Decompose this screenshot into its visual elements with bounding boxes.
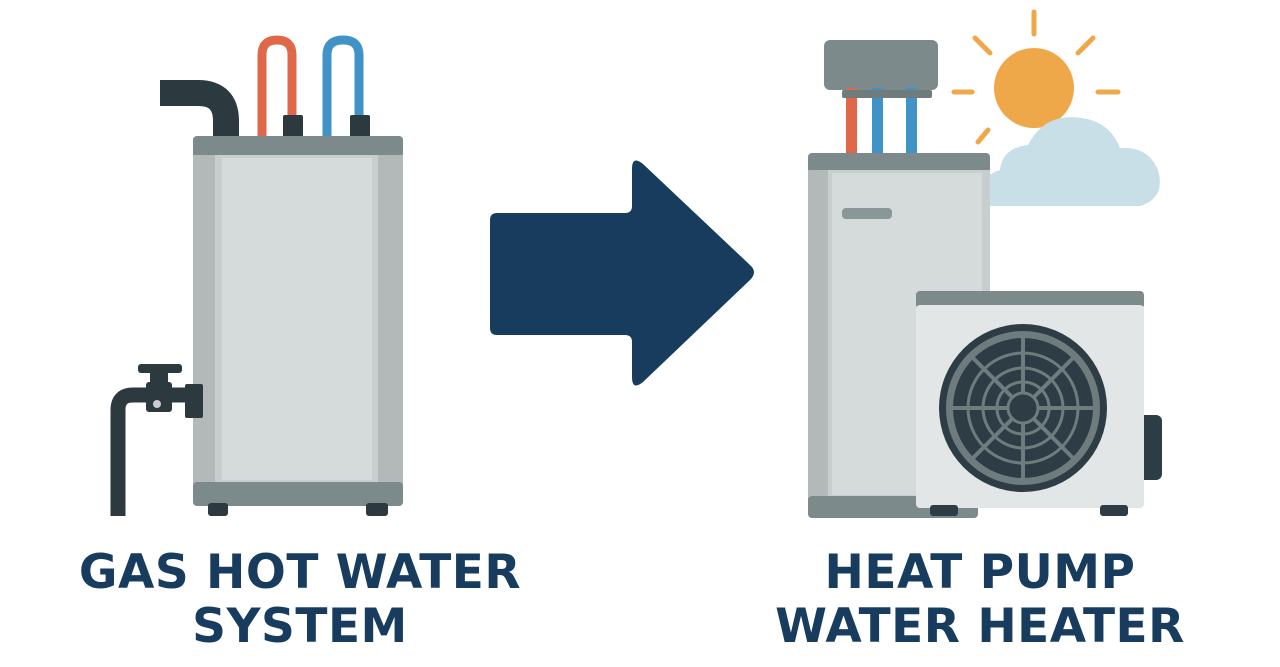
heat-pump-water-heater-icon — [808, 9, 1162, 518]
tap-icon — [110, 364, 203, 516]
fan-unit-foot — [1100, 505, 1128, 516]
flue-pipe — [160, 80, 239, 140]
gas-system-label-line1: GAS HOT WATER — [78, 545, 522, 600]
pipe-collar — [842, 90, 932, 98]
hot-water-pipe — [846, 88, 857, 156]
tank-foot — [366, 503, 388, 516]
sun-icon — [951, 9, 1121, 145]
tank-top-cap — [808, 153, 990, 173]
cloud-icon — [980, 117, 1160, 206]
right-arrow-icon — [490, 160, 754, 386]
gas-system-label: GAS HOT WATER SYSTEM — [40, 546, 560, 654]
cold-water-pipe — [322, 35, 364, 136]
pipe-connector — [283, 115, 303, 140]
fan-unit-foot — [930, 505, 958, 516]
fan-unit-top — [916, 291, 1144, 309]
hot-water-pipe — [257, 35, 297, 136]
tank-right-shade — [378, 155, 403, 485]
tank-foot — [208, 503, 228, 516]
heat-pump-label-line1: HEAT PUMP — [824, 545, 1136, 600]
cold-water-pipe — [906, 88, 917, 156]
control-slot — [842, 208, 892, 219]
gas-system-label-line2: SYSTEM — [192, 599, 408, 654]
tank-top-cap — [193, 136, 403, 158]
heat-pump-label: HEAT PUMP WATER HEATER — [740, 546, 1220, 654]
tank-base — [193, 482, 403, 506]
tank-left-shade — [808, 170, 828, 500]
cold-water-pipe — [872, 88, 883, 156]
fan-icon — [939, 324, 1107, 492]
control-box — [824, 40, 938, 90]
heat-pump-label-line2: WATER HEATER — [775, 599, 1185, 654]
pipe-connector — [350, 115, 370, 140]
tank-left-shade — [193, 155, 215, 485]
gas-water-heater-icon — [110, 35, 403, 516]
tank-front-panel — [222, 158, 372, 480]
